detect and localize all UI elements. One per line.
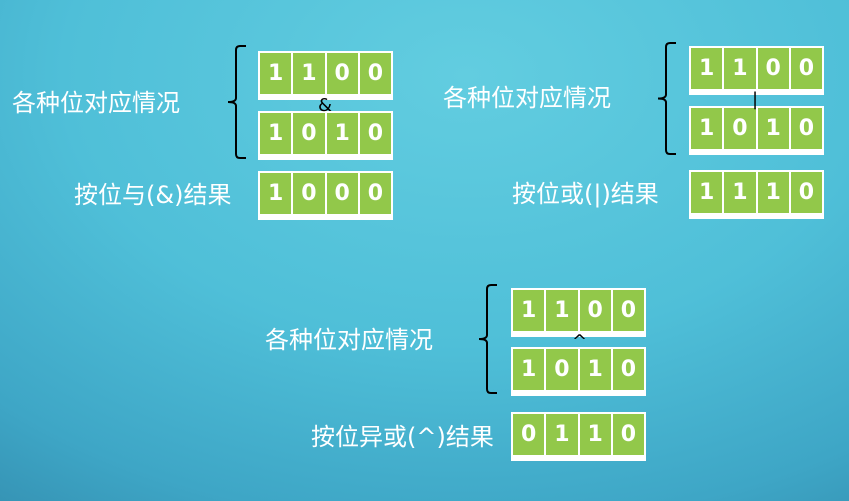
bit-cell: 0 [359, 173, 391, 214]
bit-cell: 0 [757, 48, 789, 89]
bit-cell: 0 [612, 349, 644, 390]
bit-cell: 0 [790, 108, 822, 149]
bit-cell: 0 [293, 173, 325, 214]
brace-icon [657, 42, 676, 155]
bit-cell: 0 [579, 290, 611, 331]
bit-cell: 0 [359, 53, 391, 94]
bit-cell: 1 [757, 108, 789, 149]
bit-cell: 1 [691, 48, 723, 89]
group-label: 各种位对应情况 [443, 84, 611, 112]
bit-cell: 1 [513, 349, 545, 390]
bit-cell: 0 [293, 113, 325, 154]
result-label: 按位与(&)结果 [74, 181, 232, 209]
operator-symbol: ^ [572, 331, 588, 352]
bit-cell: 0 [326, 53, 358, 94]
result-label: 按位异或(^)结果 [311, 423, 494, 451]
bit-cell: 1 [757, 172, 789, 213]
operator-symbol: | [752, 89, 759, 110]
operator-symbol: & [318, 95, 333, 116]
group-label: 各种位对应情况 [265, 326, 433, 354]
bit-cell: 1 [293, 53, 325, 94]
bit-cell: 1 [724, 48, 756, 89]
bit-cell: 0 [612, 290, 644, 331]
bit-cell: 1 [260, 173, 292, 214]
bit-cell: 1 [691, 108, 723, 149]
result-label: 按位或(|)结果 [512, 180, 659, 208]
group-label: 各种位对应情况 [12, 89, 180, 117]
bit-cell: 0 [612, 414, 644, 455]
bit-cell: 1 [326, 113, 358, 154]
bit-cell: 1 [546, 414, 578, 455]
bit-cell: 0 [724, 108, 756, 149]
bit-cell: 1 [260, 113, 292, 154]
bit-cell: 0 [790, 48, 822, 89]
bit-cell: 1 [546, 290, 578, 331]
bit-cell: 0 [326, 173, 358, 214]
bit-cell: 1 [691, 172, 723, 213]
bit-cell: 1 [513, 290, 545, 331]
brace-icon [227, 45, 246, 159]
bit-cell: 0 [790, 172, 822, 213]
bit-cell: 0 [546, 349, 578, 390]
bit-cell: 0 [513, 414, 545, 455]
bit-cell: 1 [579, 349, 611, 390]
bit-cell: 1 [724, 172, 756, 213]
bit-cell: 0 [359, 113, 391, 154]
bit-cell: 1 [260, 53, 292, 94]
bit-cell: 1 [579, 414, 611, 455]
brace-icon [478, 284, 497, 394]
